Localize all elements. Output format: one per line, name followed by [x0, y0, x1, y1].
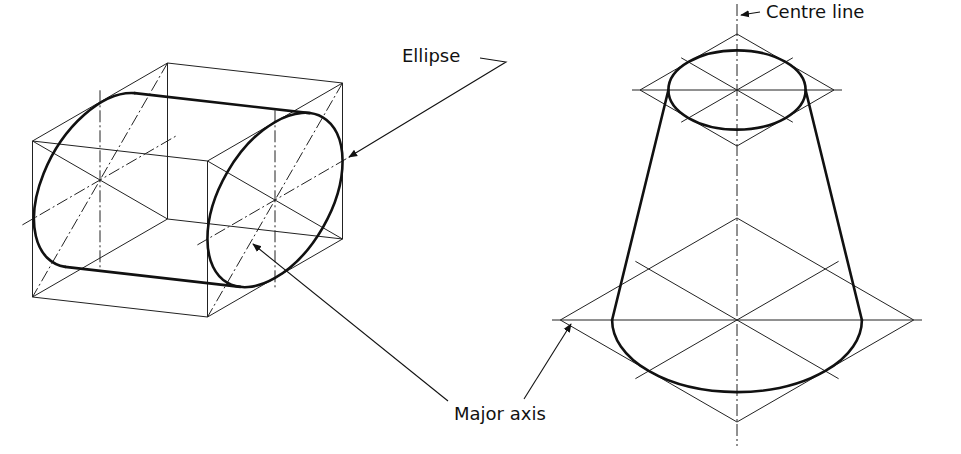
cylinder-outline — [34, 90, 371, 311]
construction-line — [168, 63, 343, 83]
callout-label: Ellipse — [400, 45, 462, 67]
cone-side — [806, 90, 862, 320]
cone-side — [612, 90, 668, 320]
construction-rhombus — [33, 63, 168, 297]
major-axis-line — [552, 320, 922, 321]
end-ellipse — [179, 90, 370, 311]
cylinder-construction — [22, 63, 352, 317]
leader-line — [253, 244, 448, 401]
cone-construction — [552, 4, 922, 446]
major-axis-line — [33, 63, 168, 297]
leader-line — [349, 58, 506, 157]
callout-label: Major axis — [452, 403, 548, 425]
centre-line — [737, 4, 738, 446]
leader-line — [741, 12, 760, 15]
callout-label: Centre line — [764, 1, 866, 23]
top-ellipse — [668, 50, 805, 129]
leader-line — [524, 324, 571, 399]
ellipse-arc — [34, 93, 135, 267]
leader-lines — [253, 12, 760, 401]
cylinder-side — [135, 93, 310, 113]
major-axis-line — [632, 90, 842, 91]
cone-outline — [612, 50, 862, 392]
construction-line — [33, 297, 208, 317]
base-ellipse-arc — [612, 320, 862, 392]
